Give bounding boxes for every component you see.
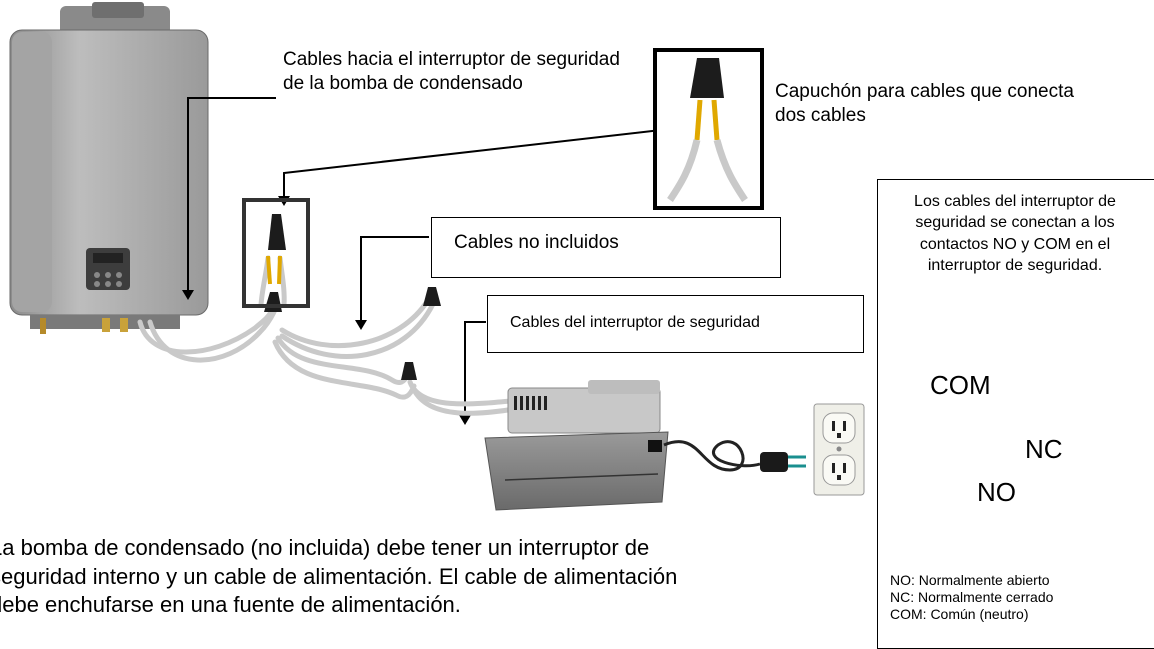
nc-label: NC xyxy=(1025,434,1063,464)
switch-legend: NO: Normalmente abierto NC: Normalmente … xyxy=(890,572,1053,622)
instruction-line: seguridad interno y un cable de alimenta… xyxy=(0,563,678,589)
wire-cap-detail xyxy=(653,48,764,210)
instruction-line: La bomba de condensado (no incluida) deb… xyxy=(0,535,650,560)
wire-tips xyxy=(266,255,282,285)
power-cord xyxy=(663,440,761,472)
leader-lines xyxy=(187,97,662,417)
wire-cap-label: Capuchón para cables que conecta dos cab… xyxy=(775,81,1074,126)
safety-switch-wires-label: Cables del interruptor de seguridad xyxy=(510,314,760,331)
plug xyxy=(760,452,806,472)
legend-com: COM: Común (neutro) xyxy=(890,605,1029,622)
wires-not-included-label: Cables no incluidos xyxy=(454,232,619,253)
instruction-line: debe enchufarse en una fuente de aliment… xyxy=(0,592,461,618)
legend-no: NO: Normalmente abierto xyxy=(890,572,1050,588)
water-heater xyxy=(9,2,209,334)
cables xyxy=(137,255,523,416)
no-label: NO xyxy=(977,477,1016,507)
panel-description: Los cables del interruptor de seguridad … xyxy=(914,193,1116,274)
legend-nc: NC: Normalmente cerrado xyxy=(890,588,1054,605)
com-label: COM xyxy=(930,370,991,400)
pump-instructions: La bomba de condensado (no incluida) deb… xyxy=(0,534,677,620)
safety-switch-wires-box: Cables del interruptor de seguridad xyxy=(487,295,864,353)
wire-nut-frame xyxy=(242,198,310,308)
wall-outlet-icon xyxy=(813,403,865,496)
condensate-pump xyxy=(484,380,669,511)
switch-info-panel xyxy=(877,179,1154,649)
wires-not-included-box: Cables no incluidos xyxy=(431,217,781,278)
wires-to-switch-label: Cables hacia el interruptor de seguridad… xyxy=(283,49,620,94)
